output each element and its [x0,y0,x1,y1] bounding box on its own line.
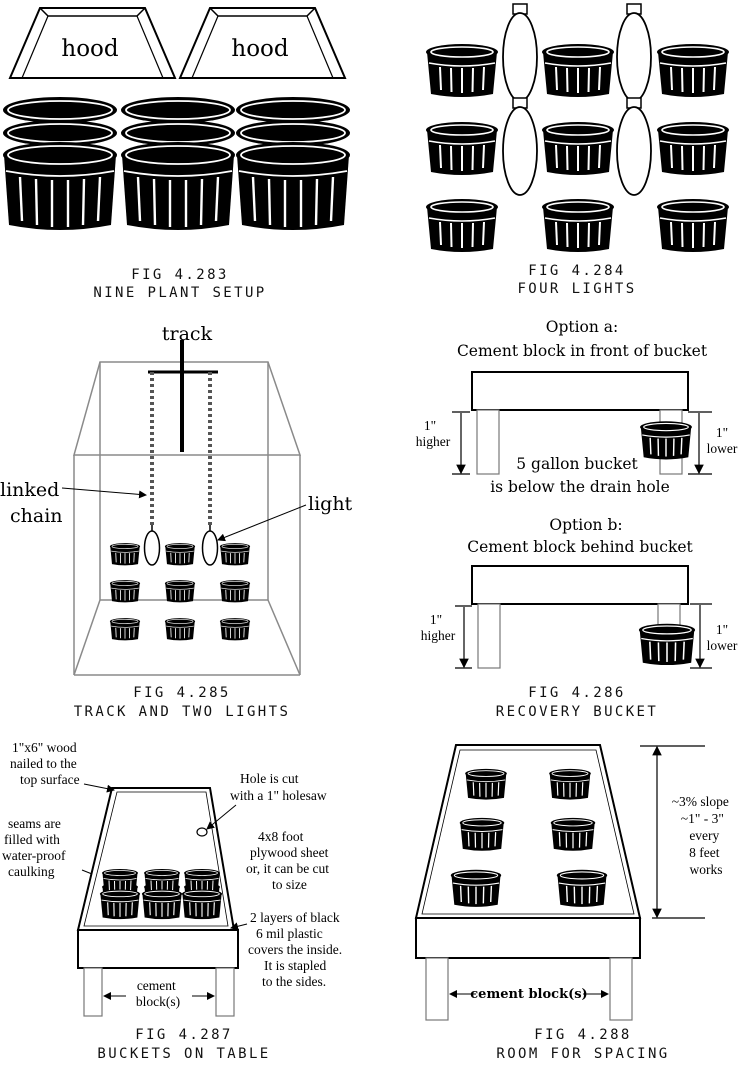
plant-bucket [119,95,237,232]
plant-bucket [541,121,615,176]
chain-arrow [61,487,147,499]
fig-4-286: Option a: Cement block in front of bucke… [416,318,738,720]
plant-bucket [425,121,499,176]
linked-chain [150,372,212,525]
light-label: light [308,493,353,515]
higher-dimension [452,411,470,475]
fig-4-284: FIG 4.284 FOUR LIGHTS [425,3,730,297]
option-a-desc: Cement block in front of bucket [457,342,708,360]
wood-arrow [83,783,115,793]
hanging-light [201,524,219,566]
plant-bucket [425,198,499,253]
higher-label: 1" [424,418,436,433]
slope-dimension [640,745,705,919]
hole-arrow [206,804,237,830]
caption-number: FIG 4.287 [135,1027,232,1043]
hood-label: hood [231,36,289,62]
option-a-table [471,371,693,475]
caption-number: FIG 4.283 [131,267,228,283]
plant-bucket [425,43,499,98]
caption-number: FIG 4.284 [528,263,625,279]
higher-label: higher [416,434,451,449]
table-buckets [99,868,223,920]
hanging-light [143,524,161,566]
sloped-table [414,744,642,1021]
hanging-light [616,3,652,102]
higher-label: higher [421,628,456,643]
caption-title: NINE PLANT SETUP [93,285,266,301]
plant-bucket [656,121,730,176]
wood-note: 1"x6" wood nailed to the top surface [10,740,80,787]
plant-bucket [541,198,615,253]
lower-label: lower [707,638,738,653]
slope-note: ~3% slope ~1" - 3" every 8 feet works [672,794,733,877]
seams-arrow [81,869,93,875]
option-b-table [471,565,696,669]
plant-bucket [234,95,352,232]
caption-number: FIG 4.288 [534,1027,631,1043]
lower-dimension [690,603,712,669]
hanging-light [616,97,652,196]
track [148,340,218,452]
higher-label: 1" [430,612,442,627]
plant-bucket [541,43,615,98]
option-a-title: Option a: [546,318,619,336]
plant-grid [109,542,251,641]
plastic-arrow [230,922,248,931]
caption-number: FIG 4.286 [528,685,625,701]
fig-4-287: 1"x6" wood nailed to the top surface sea… [2,740,345,1062]
chain-label: linked [0,479,59,501]
lower-label: 1" [716,622,728,637]
lower-label: 1" [716,425,728,440]
hanging-light [502,97,538,196]
plant-bucket [1,95,119,232]
bucket-note: 5 gallon bucket [516,455,638,473]
lower-dimension [688,411,712,475]
chain-label: chain [10,505,63,527]
caption-title: RECOVERY BUCKET [496,704,658,720]
lower-label: lower [707,441,738,456]
fig-4-288: ~3% slope ~1" - 3" every 8 feet works ce… [414,744,733,1062]
bucket-note: is below the drain hole [490,478,670,496]
fig-4-283: hood hood FIG 4.283 NINE PLANT SETUP [1,7,352,301]
caption-title: ROOM FOR SPACING [496,1046,669,1062]
hood-left: hood [8,7,177,79]
light-arrow [217,504,307,542]
block-note: cement block(s) [470,987,587,1002]
option-b-title: Option b: [549,516,622,534]
plywood-note: 4x8 foot plywood sheet or, it can be cut… [246,829,332,892]
caption-title: BUCKETS ON TABLE [97,1046,270,1062]
plant-bucket [656,43,730,98]
caption-number: FIG 4.285 [133,685,230,701]
caption-title: FOUR LIGHTS [517,281,636,297]
seams-note: seams are filled with water-proof caulki… [2,816,69,879]
hole-note: Hole is cut with a 1" holesaw [230,771,327,803]
plant-bucket [656,198,730,253]
hood-right: hood [178,7,347,79]
caption-title: TRACK AND TWO LIGHTS [74,704,291,720]
track-label: track [162,323,213,345]
block-note: cement block(s) [136,978,180,1009]
option-b-desc: Cement block behind bucket [467,538,693,556]
fig-4-285: track linked chain light FIG 4.285 TRACK… [0,323,353,720]
plastic-note: 2 layers of black 6 mil plastic covers t… [248,910,345,989]
hanging-light [502,3,538,102]
hood-label: hood [61,36,119,62]
higher-dimension [455,605,472,669]
